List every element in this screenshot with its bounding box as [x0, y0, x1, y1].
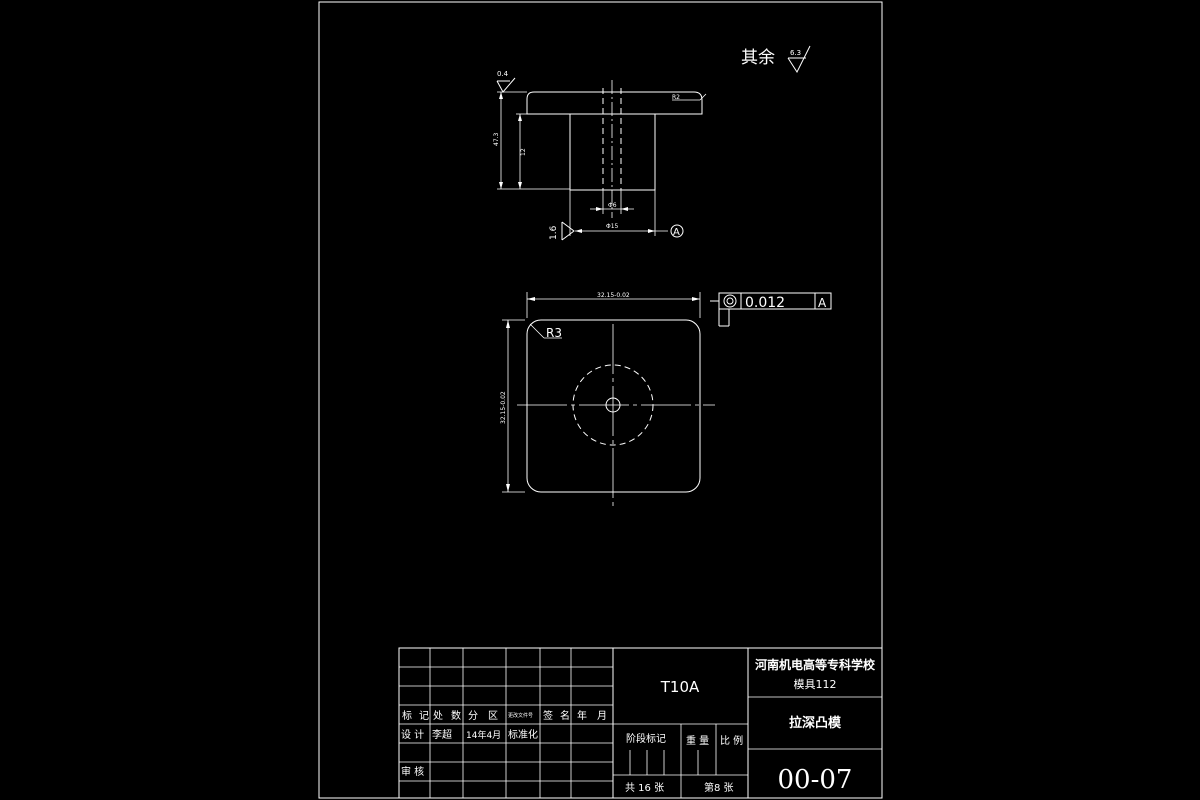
header-cell: 区 — [488, 710, 498, 722]
front-view: R2 0.4 47.3 12 Φ6 Φ15 A — [493, 70, 707, 241]
scale-label: 比 例 — [720, 734, 743, 747]
dim-hole-diameter: Φ6 — [608, 202, 617, 209]
dim-total-height: 47.3 — [493, 132, 500, 146]
reviewer-label: 审 核 — [401, 765, 424, 778]
tolerance-value: 0.012 — [745, 295, 785, 311]
material: T10A — [660, 678, 700, 696]
surface-roughness-note: 其余 6.3 — [741, 45, 811, 74]
title-block: T10A 河南机电高等专科学校 模具112 拉深凸模 00-07 标 记 处 数… — [398, 647, 883, 799]
class-name: 模具112 — [794, 678, 837, 691]
header-cell: 签 — [543, 709, 553, 722]
roughness-top-icon — [496, 77, 516, 93]
radius-label-r3: R3 — [546, 326, 562, 340]
header-cell: 标 — [402, 710, 412, 722]
top-view: 32.15-0.02 32.15-0.02 R3 0.012 A — [500, 292, 832, 509]
sheet-number: 第8 张 — [704, 781, 734, 794]
datum-a-label: A — [673, 227, 680, 238]
header-cell: 处 — [433, 710, 443, 722]
roughness-bottom-icon — [561, 221, 575, 241]
dim-radius-r2: R2 — [672, 94, 680, 101]
surface-note-label: 其余 — [741, 48, 775, 68]
header-cell: 数 — [451, 709, 461, 722]
roughness-symbol-icon — [787, 45, 811, 74]
header-cell: 年 — [577, 709, 587, 722]
dim-top-height: 32.15-0.02 — [500, 391, 507, 424]
tolerance-frame: 0.012 A — [710, 292, 832, 327]
drawing-number: 00-07 — [778, 765, 853, 795]
tolerance-datum: A — [818, 296, 827, 310]
header-cell: 记 — [419, 710, 429, 722]
school-name: 河南机电高等专科学校 — [754, 657, 876, 672]
concentricity-icon — [723, 294, 737, 308]
design-date: 14年4月 — [466, 729, 501, 741]
roughness-top-value: 0.4 — [497, 70, 509, 78]
standardization-label: 标准化 — [508, 728, 538, 741]
punch-stem-outline — [569, 114, 656, 191]
weight-label: 重 量 — [686, 734, 709, 747]
roughness-bottom-value: 1.6 — [549, 225, 559, 240]
punch-head-outline — [526, 91, 703, 115]
stage-mark-label: 阶段标记 — [626, 732, 666, 745]
designer-name: 李超 — [432, 728, 452, 741]
header-cell: 月 — [597, 710, 607, 722]
part-name: 拉深凸模 — [789, 715, 842, 731]
header-cell: 名 — [560, 709, 570, 722]
header-row: 标 记 处 数 分 区 更改文件号 签 名 年 月 — [402, 709, 607, 722]
header-cell: 分 — [468, 710, 478, 722]
surface-note-value: 6.3 — [790, 49, 801, 57]
header-cell: 更改文件号 — [508, 712, 533, 719]
dim-stem-height: 12 — [520, 148, 527, 156]
designer-label: 设 计 — [401, 728, 424, 741]
punch-square-outline — [526, 319, 701, 493]
sheet-total: 共 16 张 — [625, 782, 664, 794]
datum-a-icon — [670, 224, 684, 238]
dim-stem-diameter: Φ15 — [606, 223, 619, 230]
dim-top-width: 32.15-0.02 — [597, 292, 630, 299]
